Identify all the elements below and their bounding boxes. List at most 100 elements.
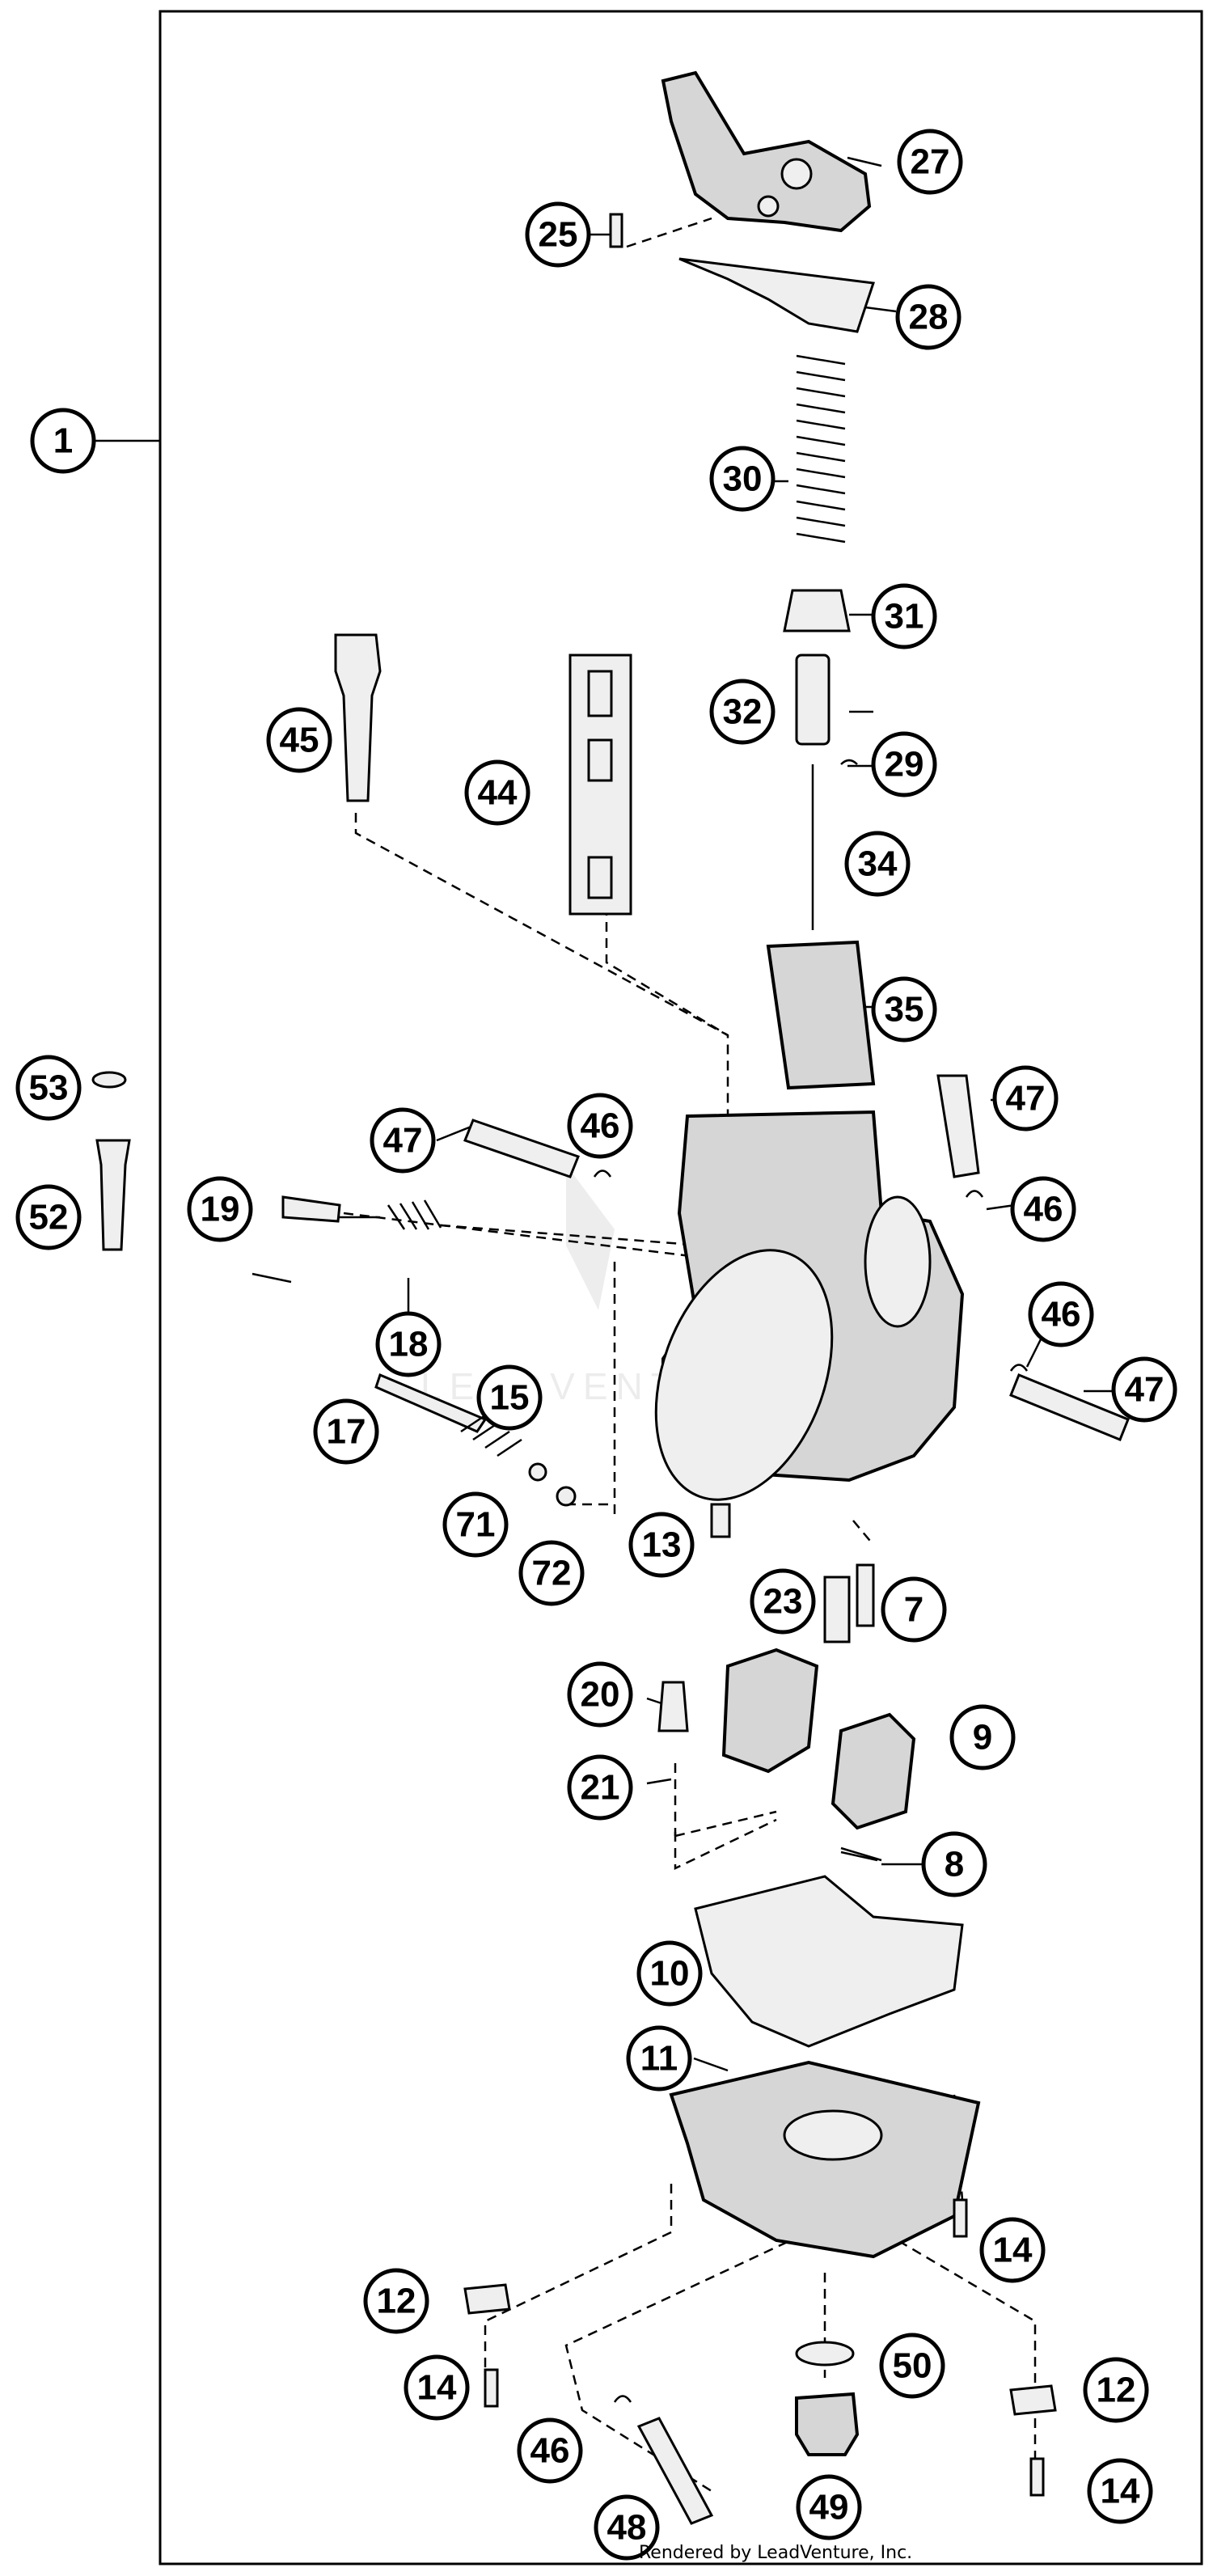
svg-text:53: 53	[29, 1068, 69, 1108]
svg-text:71: 71	[456, 1505, 496, 1545]
svg-text:47: 47	[383, 1121, 423, 1161]
part-31-cap	[783, 589, 851, 632]
callout-35: 35	[871, 976, 937, 1043]
part-47c-hose	[1009, 1373, 1130, 1441]
svg-text:1: 1	[53, 421, 73, 461]
svg-text:18: 18	[389, 1325, 429, 1364]
callout-9: 9	[949, 1704, 1016, 1770]
callout-1: 1	[30, 408, 96, 474]
callout-44: 44	[464, 759, 530, 826]
svg-text:20: 20	[581, 1675, 620, 1715]
callout-13: 13	[628, 1512, 695, 1578]
callout-14c: 14	[1087, 2458, 1153, 2524]
svg-text:32: 32	[723, 692, 763, 732]
svg-text:17: 17	[327, 1412, 366, 1452]
part-46c-clip	[1009, 1364, 1029, 1372]
svg-text:7: 7	[904, 1590, 923, 1630]
part-7-jet	[856, 1563, 875, 1627]
svg-text:31: 31	[885, 597, 924, 637]
part-29-clip	[840, 759, 858, 765]
callout-25: 25	[525, 201, 591, 268]
part-20-needle-valve	[657, 1681, 689, 1732]
svg-text:47: 47	[1006, 1079, 1046, 1119]
callout-14b: 14	[404, 2354, 470, 2421]
part-11-bowl-inner	[783, 2109, 883, 2161]
diagram-frame	[158, 10, 1203, 2565]
part-23-jet	[823, 1576, 851, 1643]
callout-17: 17	[313, 1398, 379, 1465]
part-48-hose	[636, 2417, 714, 2525]
part-9-float-b	[831, 1712, 916, 1830]
part-53-oring	[91, 1071, 127, 1089]
svg-text:34: 34	[858, 844, 898, 884]
part-18-spring	[387, 1199, 442, 1230]
part-47b-hose	[936, 1074, 980, 1178]
callout-46d: 46	[517, 2417, 583, 2484]
svg-text:19: 19	[201, 1190, 240, 1229]
part-13-jet	[710, 1503, 731, 1538]
part-71-washer	[528, 1462, 547, 1482]
svg-text:13: 13	[642, 1525, 682, 1565]
svg-text:10: 10	[650, 1954, 690, 1994]
svg-text:25: 25	[539, 215, 578, 255]
callout-52: 52	[15, 1184, 82, 1250]
part-10-gasket	[694, 1875, 964, 2048]
part-52-screw	[95, 1139, 131, 1251]
callout-20: 20	[567, 1661, 633, 1728]
callout-46b: 46	[1010, 1176, 1076, 1242]
part-25-screw	[609, 213, 623, 248]
svg-text:46: 46	[1024, 1190, 1063, 1229]
callout-10: 10	[636, 1940, 703, 2007]
svg-text:12: 12	[377, 2282, 416, 2321]
callout-12b: 12	[1083, 2357, 1149, 2423]
part-44-jet-b	[587, 738, 613, 782]
svg-text:29: 29	[885, 745, 924, 785]
part-19-screw	[281, 1195, 341, 1223]
part-35-slide	[766, 940, 876, 1090]
svg-text:46: 46	[1042, 1295, 1081, 1335]
callout-50: 50	[879, 2333, 945, 2399]
part-44-jet-c	[587, 856, 613, 899]
callout-23: 23	[750, 1568, 816, 1635]
part-27-cable-housing	[661, 70, 872, 233]
svg-text:50: 50	[893, 2346, 932, 2386]
callout-31: 31	[871, 583, 937, 649]
render-credit: Rendered by LeadVenture, Inc.	[639, 2543, 912, 2563]
svg-text:46: 46	[530, 2431, 570, 2471]
part-12b-clamp	[1009, 2384, 1057, 2416]
svg-text:8: 8	[945, 1845, 964, 1884]
callout-45: 45	[266, 707, 332, 773]
part-49-drain-plug	[795, 2392, 860, 2456]
callout-14a: 14	[979, 2217, 1046, 2283]
part-body-outlet	[864, 1195, 932, 1328]
callout-12a: 12	[363, 2268, 429, 2334]
part-14c-screw	[1029, 2457, 1045, 2497]
part-50-oring	[795, 2341, 855, 2367]
svg-text:9: 9	[973, 1718, 992, 1758]
part-46d-clip	[613, 2395, 632, 2403]
callout-46a: 46	[567, 1093, 633, 1159]
callout-21: 21	[567, 1754, 633, 1821]
callouts: 1 53 52 25 27 28 30 31 32 29 34 45 44 35…	[15, 129, 1177, 2561]
callout-11: 11	[626, 2025, 692, 2092]
callout-46c: 46	[1028, 1281, 1094, 1347]
callout-49: 49	[796, 2474, 862, 2540]
part-27-hole-2	[757, 195, 780, 218]
callout-48: 48	[594, 2494, 660, 2561]
part-14b-screw	[484, 2368, 499, 2408]
svg-text:14: 14	[993, 2231, 1033, 2270]
svg-text:52: 52	[29, 1198, 69, 1237]
part-47a-hose	[463, 1119, 580, 1178]
callout-47a: 47	[370, 1107, 436, 1174]
part-32-holder	[795, 654, 831, 746]
svg-text:48: 48	[607, 2508, 647, 2548]
svg-text:14: 14	[1101, 2472, 1140, 2511]
callout-47c: 47	[1111, 1356, 1177, 1423]
callout-28: 28	[895, 284, 962, 350]
callout-34: 34	[844, 831, 911, 897]
part-45-idle-screw	[334, 633, 382, 802]
svg-text:35: 35	[885, 990, 924, 1030]
part-illustrations	[91, 70, 1130, 2525]
callout-18: 18	[375, 1311, 442, 1377]
